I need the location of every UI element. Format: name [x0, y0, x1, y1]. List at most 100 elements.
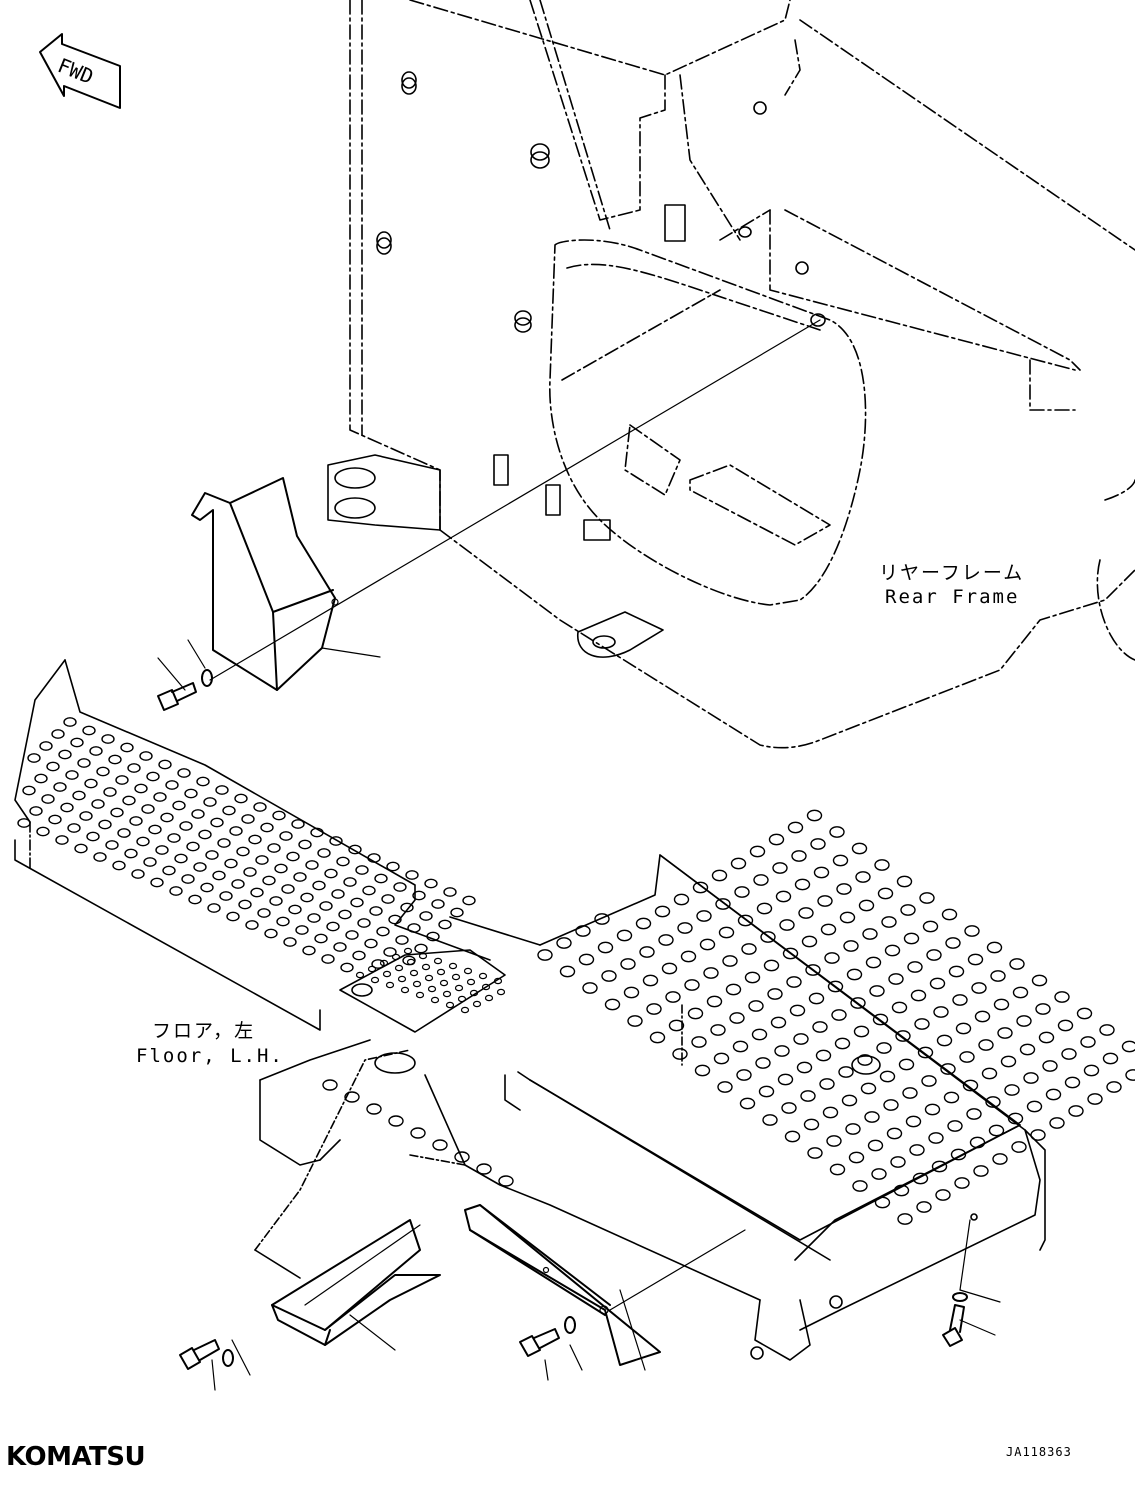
- perforation-hole: [877, 887, 894, 900]
- perforation-hole: [1012, 986, 1029, 999]
- perforation-hole: [451, 973, 461, 981]
- perforation-hole: [86, 831, 100, 842]
- perforation-hole: [931, 1160, 948, 1173]
- perforation-hole: [800, 1090, 816, 1102]
- perforation-hole: [903, 932, 920, 945]
- perforation-hole: [27, 753, 41, 763]
- perforation-hole: [896, 875, 913, 888]
- perforation-hole: [933, 1006, 949, 1018]
- perforation-hole: [415, 991, 425, 999]
- perforation-hole: [205, 850, 219, 860]
- perforation-hole: [722, 955, 738, 967]
- perforation-hole: [912, 1172, 929, 1185]
- perforation-hole: [867, 1139, 884, 1152]
- perforation-hole: [410, 1127, 426, 1139]
- perforation-hole: [673, 893, 690, 906]
- perforation-hole: [381, 894, 395, 904]
- perforation-hole: [1031, 974, 1048, 987]
- perforation-hole: [902, 1087, 918, 1099]
- perforation-hole: [779, 919, 795, 931]
- perforation-hole: [421, 963, 431, 971]
- floor-lh-step: [14, 659, 541, 1031]
- perforation-hole: [787, 821, 804, 834]
- perforation-hole: [212, 870, 226, 881]
- perforation-hole: [272, 810, 286, 821]
- perforation-hole: [98, 819, 112, 830]
- lower-bracket-left: [271, 1219, 441, 1346]
- perforation-hole: [344, 1091, 360, 1103]
- perforation-hole: [691, 1036, 707, 1048]
- perforation-hole: [250, 887, 264, 898]
- perforation-hole: [898, 1058, 915, 1071]
- perforation-hole: [813, 866, 830, 879]
- perforation-hole: [815, 1049, 832, 1062]
- perforation-hole: [466, 978, 476, 986]
- perforation-hole: [869, 985, 885, 997]
- drawing-code: JA118363: [1006, 1445, 1072, 1459]
- perforation-hole: [91, 799, 105, 809]
- perforation-hole: [888, 973, 904, 985]
- perforation-hole: [665, 991, 681, 1003]
- perforation-hole: [711, 869, 728, 882]
- perforation-hole: [556, 937, 572, 949]
- perforation-hole: [165, 780, 179, 790]
- perforation-hole: [777, 1073, 794, 1086]
- perforation-hole: [348, 844, 362, 855]
- perforation-hole: [974, 1010, 991, 1023]
- perforation-hole: [713, 1052, 730, 1065]
- perforation-hole: [1099, 1024, 1115, 1036]
- perforation-hole: [751, 1028, 768, 1041]
- perforation-hole: [340, 962, 354, 973]
- perforation-hole: [741, 943, 757, 955]
- perforation-hole: [331, 889, 345, 899]
- perforation-hole: [1011, 1141, 1027, 1153]
- perforation-hole: [300, 892, 314, 903]
- perforation-hole: [148, 824, 162, 835]
- perforation-hole: [1038, 1031, 1055, 1044]
- perforation-hole: [893, 1184, 910, 1197]
- perforation-hole: [846, 968, 863, 981]
- perforation-hole: [367, 965, 377, 973]
- perforation-hole: [829, 826, 845, 838]
- perforation-hole: [604, 998, 621, 1011]
- komatsu-logo: KOMATSU: [6, 1442, 146, 1472]
- perforation-hole: [803, 1118, 820, 1131]
- perforation-hole: [822, 1106, 839, 1119]
- perforation-hole: [881, 916, 897, 928]
- perforation-hole: [155, 845, 169, 855]
- perforation-hole: [96, 766, 110, 777]
- perforation-hole: [829, 1163, 846, 1176]
- perforation-hole: [897, 1213, 913, 1225]
- perforation-hole: [831, 1009, 847, 1021]
- perforation-hole: [391, 953, 401, 961]
- perforation-hole: [917, 1046, 934, 1059]
- perforation-hole: [350, 897, 364, 908]
- perforation-hole: [1019, 1043, 1036, 1056]
- perforation-hole: [196, 776, 210, 787]
- perforation-hole: [1004, 1084, 1020, 1096]
- perforation-hole: [120, 742, 134, 753]
- perforation-hole: [1042, 1060, 1058, 1072]
- perforation-hole: [672, 1048, 688, 1060]
- perforation-hole: [41, 794, 55, 804]
- perforation-hole: [143, 857, 157, 867]
- perforation-hole: [1049, 1117, 1065, 1129]
- cover-bracket: [191, 477, 339, 691]
- perforation-hole: [343, 877, 357, 887]
- perforation-hole: [376, 926, 390, 937]
- perforation-hole: [807, 1147, 823, 1159]
- perforation-hole: [405, 870, 419, 880]
- perforation-hole: [781, 1102, 797, 1114]
- perforation-hole: [181, 874, 195, 884]
- perforation-hole: [756, 902, 773, 915]
- perforation-hole: [760, 931, 776, 943]
- perforation-hole: [851, 842, 868, 855]
- perforation-hole: [403, 947, 413, 955]
- perforation-hole: [146, 771, 160, 782]
- perforation-hole: [774, 1045, 790, 1057]
- perforation-hole: [876, 1042, 892, 1054]
- perforation-hole: [827, 980, 844, 993]
- perforation-hole: [400, 986, 410, 994]
- perforation-hole: [394, 964, 404, 972]
- perforation-hole: [952, 994, 968, 1006]
